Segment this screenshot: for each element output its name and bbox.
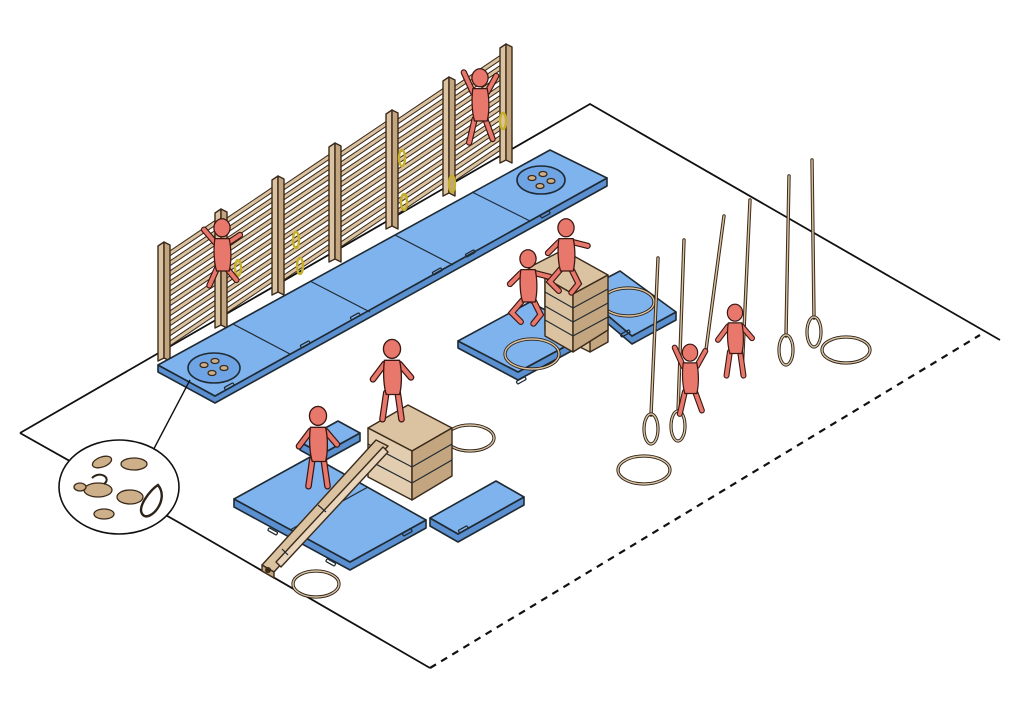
child-figure — [544, 218, 591, 296]
child-head — [308, 405, 328, 427]
beanbag-callout — [58, 379, 191, 535]
wall-bars-post — [157, 241, 165, 362]
children — [200, 68, 755, 490]
wall-ring — [397, 148, 407, 168]
child-torso — [726, 322, 744, 355]
child-head — [213, 218, 231, 238]
child-figure — [200, 218, 244, 289]
child-head — [557, 218, 575, 238]
wall-ring — [295, 256, 305, 276]
child-torso — [471, 87, 490, 122]
wall-ring — [291, 230, 301, 250]
wall-ring — [233, 258, 243, 278]
child-torso — [557, 237, 576, 272]
child-figure — [671, 343, 709, 417]
wall-bars-post — [442, 76, 450, 197]
wall-bars-section — [337, 119, 392, 248]
child-torso — [382, 359, 403, 396]
child-torso — [519, 268, 538, 303]
wall-ring — [498, 111, 508, 131]
child-head — [519, 249, 537, 269]
child-figure — [715, 303, 755, 379]
climbing-rope — [777, 174, 795, 367]
child-torso — [308, 426, 329, 463]
child-figure — [460, 68, 500, 146]
child-head — [681, 343, 699, 362]
child-head — [471, 68, 489, 88]
wall-bars-section — [166, 218, 221, 347]
wall-bars-post — [328, 142, 336, 263]
child-figure — [295, 405, 341, 490]
wall-ring — [399, 192, 409, 212]
wall-ring — [447, 174, 457, 194]
child-torso — [213, 237, 232, 272]
child-head — [726, 303, 744, 322]
wall-bars-section — [280, 152, 335, 281]
ropes-and-rings — [642, 158, 823, 446]
wall-bars — [157, 43, 513, 362]
child-torso — [681, 362, 699, 395]
climbing-rope — [642, 256, 660, 446]
back-mat-row — [157, 149, 608, 404]
wall-bars-section — [223, 185, 278, 314]
climbing-rope — [704, 214, 726, 352]
vaulting-box-front — [367, 404, 453, 501]
climbing-rope — [805, 158, 823, 349]
child-figure — [506, 249, 553, 327]
wall-bars-post — [385, 109, 393, 230]
inclined-bench — [261, 439, 389, 579]
wall-bars-post — [499, 43, 507, 164]
child-head — [382, 338, 402, 360]
wall-bars-post — [271, 175, 279, 296]
child-figure — [369, 338, 415, 423]
